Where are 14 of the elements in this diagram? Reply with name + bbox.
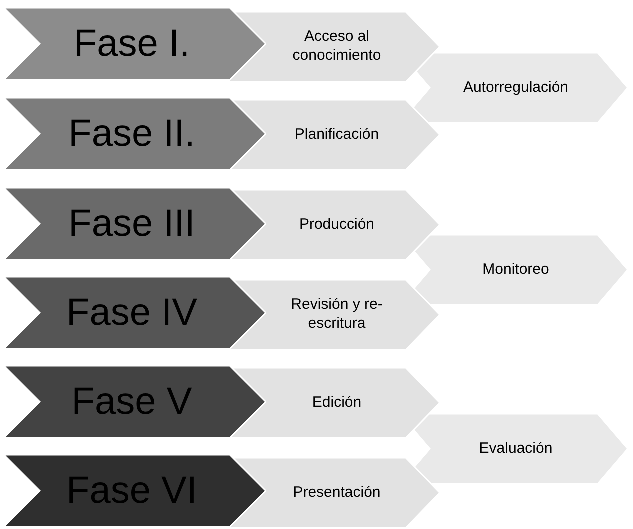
step-label: Edición [312,394,362,412]
step-label: Presentación [293,484,381,502]
step-label: Producción [299,216,375,234]
phase-title: Fase IV [66,294,198,332]
step-label: Planificación [294,126,380,144]
phase-title: Fase III [68,205,196,243]
step-label: Evaluación [479,440,553,458]
phase-title: Fase V [72,383,192,421]
phase-title: Fase I. [74,25,190,63]
step-label: Autorregulación [463,78,569,98]
step-label: Monitoreo [482,260,550,280]
phase-title: Fase II. [68,115,196,153]
step-label: Acceso al conocimiento [292,28,382,66]
step-label: Revisión y re-escritura [290,296,384,334]
